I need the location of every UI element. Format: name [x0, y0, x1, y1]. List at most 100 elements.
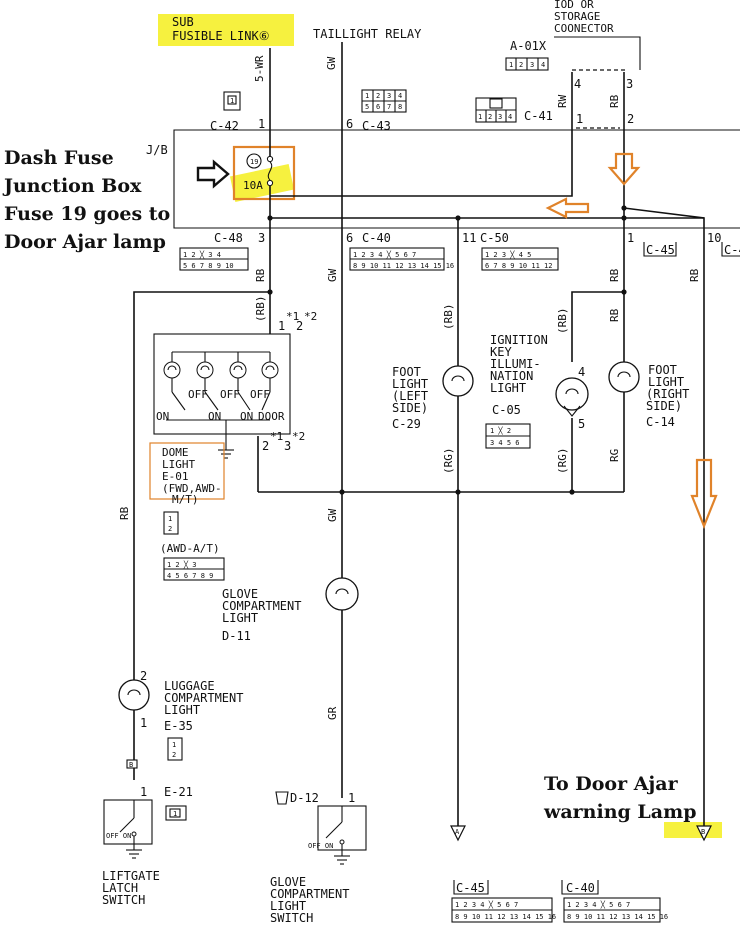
- c50-pin-11: 11: [462, 231, 476, 245]
- foot-left-label-1: FOOT: [392, 365, 421, 379]
- iod-label-2: STORAGE: [554, 10, 600, 23]
- annotation-fuse-19: Fuse 19 goes to: [4, 203, 170, 225]
- wire-rb-luggage-label: RB: [118, 506, 131, 520]
- arrow-left-orange-icon: [545, 197, 590, 219]
- d12-connector-icon: [275, 791, 289, 805]
- fuse-highlight: [229, 164, 295, 202]
- wire-rw-label: RW: [556, 94, 569, 108]
- ignition-label-5: LIGHT: [490, 381, 526, 395]
- svg-text:2: 2: [488, 113, 492, 121]
- junction-box: [173, 129, 740, 229]
- foot-right-label-1: FOOT: [648, 363, 677, 377]
- ignition-pin-5: 5: [578, 417, 585, 431]
- c45-label-top: C-45: [646, 243, 675, 257]
- d12-pin-1: 1: [348, 791, 355, 805]
- annotation-door-ajar-lamp: Door Ajar lamp: [4, 231, 166, 253]
- svg-text:1: 1: [365, 92, 369, 100]
- fuse-19-icon: 19 10A: [243, 153, 274, 192]
- c14-label: C-14: [646, 415, 675, 429]
- c40-pin-6: 6: [346, 231, 353, 245]
- dome-sw-on-3: ON: [240, 410, 253, 423]
- svg-text:1: 1: [168, 515, 172, 523]
- dome-star-1: *1: [286, 310, 299, 323]
- dome-pin-1: 1: [278, 319, 285, 333]
- luggage-pin-1: 1: [140, 716, 147, 730]
- liftgate-label-1: LIFTGATE: [102, 869, 160, 883]
- foot-left-label-4: SIDE): [392, 401, 428, 415]
- wire-rb-right-label-2: RB: [608, 308, 621, 322]
- dome-label-1: DOME: [162, 446, 189, 459]
- svg-text:4: 4: [508, 113, 512, 121]
- wire-gr-label: GR: [326, 706, 339, 720]
- svg-text:6 7 8 9 10 11 12: 6 7 8 9 10 11 12: [485, 262, 552, 270]
- ground-icon: [218, 436, 234, 459]
- dome-sw-off-3: OFF: [250, 388, 270, 401]
- c48-label: C-48: [214, 231, 243, 245]
- c43-connector-icon: 1 2 3 4 5 6 7 8: [361, 89, 407, 113]
- e21-connector-icon: 1: [165, 805, 187, 821]
- wire-rb-left: [133, 228, 271, 780]
- c4x-label: C-4: [724, 243, 740, 257]
- glove-switch-label-4: SWITCH: [270, 911, 313, 925]
- svg-text:1 2 ╳ 3: 1 2 ╳ 3: [167, 560, 197, 569]
- ignition-label-3: ILLUMI-: [490, 357, 541, 371]
- e21-label: E-21: [164, 785, 193, 799]
- svg-text:B: B: [701, 828, 705, 836]
- svg-text:2: 2: [168, 525, 172, 533]
- dome-sw-off-1: OFF: [188, 388, 208, 401]
- c50-connector-icon: 1 2 3 ╳ 4 5 6 7 8 9 10 11 12: [481, 247, 559, 271]
- c4x-pin-10: 10: [707, 231, 721, 245]
- glove-light-label-3: LIGHT: [222, 611, 258, 625]
- liftgate-switch-icon: [119, 800, 142, 859]
- dome-light-switch-block: [153, 333, 291, 435]
- e21-pin-1: 1: [140, 785, 147, 799]
- foot-left-label-2: LIGHT: [392, 377, 428, 391]
- c40-label: C-40: [362, 231, 391, 245]
- svg-text:1: 1: [230, 97, 234, 105]
- c48-connector-icon: 1 2 ╳ 3 4 5 6 7 8 9 10: [179, 247, 249, 271]
- annotation-to-door-ajar: To Door Ajar: [544, 773, 679, 795]
- wire-gw-lower-label: GW: [326, 508, 339, 522]
- c45-label-bottom: C-45: [456, 881, 485, 895]
- svg-text:3 4 5 6: 3 4 5 6: [490, 439, 520, 447]
- svg-text:1: 1: [478, 113, 482, 121]
- c50-label: C-50: [480, 231, 509, 245]
- svg-text:2: 2: [376, 92, 380, 100]
- glove-light-label-2: COMPARTMENT: [222, 599, 301, 613]
- ignition-label-4: NATION: [490, 369, 533, 383]
- c41-pin-1: 1: [576, 112, 583, 126]
- svg-text:1 2 3 4 ╳ 5 6 7: 1 2 3 4 ╳ 5 6 7: [353, 250, 416, 259]
- arrow-right-icon: [196, 159, 230, 189]
- svg-text:8 9 10 11 12 13 14 15 16: 8 9 10 11 12 13 14 15 16: [567, 913, 668, 921]
- fusible-link-label: FUSIBLE LINK⑥: [172, 29, 269, 43]
- svg-text:3: 3: [498, 113, 502, 121]
- wire-rb-foot-left-label: (RB): [442, 304, 455, 331]
- wire-5wr-label: 5-WR: [253, 55, 266, 82]
- wire-rb-door-ajar-label: RB: [688, 268, 701, 282]
- svg-text:6: 6: [376, 103, 380, 111]
- dome-sw-on-1: ON: [156, 410, 169, 423]
- liftgate-off-on: OFF ON: [106, 832, 131, 840]
- svg-text:3: 3: [387, 92, 391, 100]
- svg-text:1: 1: [173, 810, 177, 818]
- svg-text:1 2 ╳ 3 4: 1 2 ╳ 3 4: [183, 250, 221, 259]
- dome-star-2: *2: [304, 310, 317, 323]
- dome-star-2-lower: *2: [292, 430, 305, 443]
- ignition-light-bulb-icon: [555, 377, 589, 417]
- ignition-label-2: KEY: [490, 345, 512, 359]
- c05-connector-icon: 1 ╳ 2 3 4 5 6: [485, 423, 531, 449]
- wire-rb-paren-label: (RB): [254, 296, 267, 323]
- svg-text:2: 2: [519, 61, 523, 69]
- arrow-down-orange-door-icon: [690, 458, 718, 529]
- glove-light-bulb-icon: [325, 577, 359, 611]
- c42-pin-1: 1: [258, 117, 265, 131]
- c41-pin-2: 2: [627, 112, 634, 126]
- c45-connector-bottom-icon: 1 2 3 4 ╳ 5 6 7 8 9 10 11 12 13 14 15 16: [451, 880, 556, 923]
- wire-rg-foot-left-label: (RG): [442, 448, 455, 475]
- glove-switch-icon: [325, 806, 350, 865]
- c41-label: C-41: [524, 109, 553, 123]
- iod-label-3: COONECTOR: [554, 22, 614, 35]
- luggage-pin-2: 2: [140, 669, 147, 683]
- foot-right-label-2: LIGHT: [648, 375, 684, 389]
- svg-text:1 2 3 4 ╳ 5 6 7: 1 2 3 4 ╳ 5 6 7: [455, 900, 518, 909]
